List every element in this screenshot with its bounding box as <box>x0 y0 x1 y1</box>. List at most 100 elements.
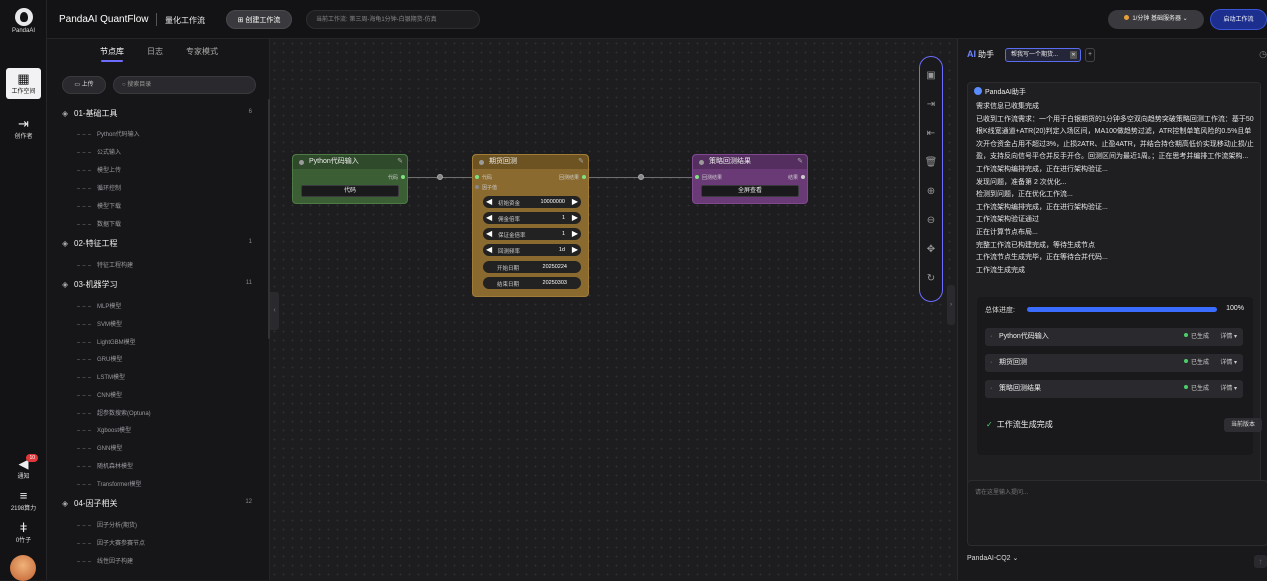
zoom-out-icon[interactable]: ⊖ <box>926 215 936 226</box>
node-python-input[interactable]: Python代码输入✎ 代码 代码 <box>292 154 408 204</box>
history-icon[interactable]: ◷ <box>1259 49 1267 59</box>
collapse-sidebar-button[interactable]: ‹ <box>270 292 279 330</box>
fullscreen-view-button[interactable]: 全屏查看 <box>701 185 799 197</box>
param-value[interactable]: 20250224 <box>542 264 567 270</box>
list-item[interactable]: Transformer模型 <box>77 479 237 491</box>
tab-log[interactable]: 日志 <box>147 47 163 56</box>
list-item[interactable]: 数据下载 <box>77 219 237 231</box>
list-item[interactable]: MLP模型 <box>77 301 237 313</box>
output-port[interactable] <box>582 175 586 179</box>
model-select[interactable]: PandaAI-CQ2 ⌄ <box>967 555 1019 562</box>
delete-icon[interactable]: 🗑 <box>924 157 938 168</box>
increment-icon[interactable]: ▶ <box>571 197 578 206</box>
import-icon[interactable]: ⇤ <box>926 128 936 139</box>
server-select[interactable]: 1/分钟 基础服务器 ⌄ <box>1108 10 1204 29</box>
rail-compute[interactable]: ≡ 2198算力 <box>6 489 41 513</box>
input-port[interactable] <box>695 175 699 179</box>
step-detail-toggle[interactable]: 详情 ▾ <box>1220 386 1237 392</box>
workflow-canvas[interactable] <box>270 39 957 580</box>
output-port[interactable] <box>401 175 405 179</box>
list-item[interactable]: GRU模型 <box>77 354 237 366</box>
param-value[interactable]: 1d <box>558 247 565 253</box>
param-value[interactable]: 1 <box>561 215 565 221</box>
create-workflow-button[interactable]: ⊞ 创建工作流 <box>226 10 292 29</box>
tab-expert-mode[interactable]: 专家模式 <box>186 47 218 56</box>
list-item[interactable]: 循环控制 <box>77 183 237 195</box>
param-value[interactable]: 20250303 <box>542 280 567 286</box>
send-icon[interactable]: ↑ <box>1254 555 1267 568</box>
close-icon[interactable]: ✕ <box>1070 51 1077 59</box>
code-button[interactable]: 代码 <box>301 185 399 197</box>
increment-icon[interactable]: ▶ <box>571 245 578 254</box>
input-port[interactable] <box>475 175 479 179</box>
new-chat-button[interactable]: + <box>1085 48 1095 62</box>
avatar[interactable] <box>10 555 36 581</box>
current-workflow[interactable]: 当前工作流: 第三周-海龟1分钟-白银期货-仿真 <box>306 10 480 29</box>
refresh-icon[interactable]: ↻ <box>926 273 936 284</box>
list-item[interactable]: CNN模型 <box>77 390 237 402</box>
list-item[interactable]: 因子大赛参赛节点 <box>77 538 237 550</box>
edit-icon[interactable]: ✎ <box>797 158 803 165</box>
step-detail-toggle[interactable]: 详情 ▾ <box>1220 360 1237 366</box>
wire-handle[interactable] <box>437 174 443 180</box>
list-item[interactable]: LightGBM模型 <box>77 337 237 349</box>
decrement-icon[interactable]: ◀ <box>486 245 493 254</box>
search-input[interactable]: ○ 搜索目录 <box>113 76 256 94</box>
zoom-in-icon[interactable]: ⊕ <box>926 186 936 197</box>
wire-handle[interactable] <box>638 174 644 180</box>
list-item[interactable]: 模型上传 <box>77 165 237 177</box>
rail-workspace[interactable]: ▦ 工作空间 <box>6 68 41 99</box>
increment-icon[interactable]: ▶ <box>571 213 578 222</box>
upload-button[interactable]: ▭ 上传 <box>62 76 106 94</box>
decrement-icon[interactable]: ◀ <box>486 213 493 222</box>
node-backtest-result[interactable]: 策略回测结果✎ 回测结果 结果 全屏查看 <box>692 154 808 204</box>
step-detail-toggle[interactable]: 详情 ▾ <box>1220 334 1237 340</box>
current-version-button[interactable]: 当前版本 <box>1224 418 1262 432</box>
output-port[interactable] <box>801 175 805 179</box>
node-header[interactable]: 策略回测结果✎ <box>693 155 807 169</box>
list-item[interactable]: 线性因子构建 <box>77 556 237 568</box>
list-item[interactable]: 公式输入 <box>77 147 237 159</box>
rail-bamboo[interactable]: ǂ 0竹子 <box>6 521 41 545</box>
decrement-icon[interactable]: ◀ <box>486 229 493 238</box>
edit-icon[interactable]: ✎ <box>397 158 403 165</box>
list-item[interactable]: SVM模型 <box>77 319 237 331</box>
decrement-icon[interactable]: ◀ <box>486 197 493 206</box>
param-value[interactable]: 1 <box>561 231 565 237</box>
list-item[interactable]: 特征工程构建 <box>77 260 237 272</box>
collapse-ai-panel-button[interactable]: › <box>947 285 955 325</box>
increment-icon[interactable]: ▶ <box>571 229 578 238</box>
rail-notify[interactable]: ◀ 10 通知 <box>6 454 41 480</box>
node-header[interactable]: 期货回测✎ <box>473 155 588 169</box>
move-icon[interactable]: ✥ <box>926 244 936 255</box>
chat-input[interactable]: 请在这里输入提问... <box>967 480 1267 546</box>
scrollbar[interactable] <box>268 99 270 339</box>
rail-creator[interactable]: ⇥ 创作者 <box>6 117 41 141</box>
list-item[interactable]: Xgboost模型 <box>77 425 237 437</box>
list-item[interactable]: 超参数搜索(Optuna) <box>77 408 237 420</box>
list-item[interactable]: GNN模型 <box>77 443 237 455</box>
list-item[interactable]: Python代码输入 <box>77 129 237 141</box>
tab-node-library[interactable]: 节点库 <box>100 47 124 56</box>
edit-icon[interactable]: ✎ <box>578 158 584 165</box>
run-workflow-button[interactable]: 启动工作流 <box>1210 9 1267 30</box>
chat-tab[interactable]: 帮我写一个期货...✕ <box>1005 48 1081 62</box>
input-port[interactable] <box>475 185 479 189</box>
export-icon[interactable]: ⇥ <box>926 99 936 110</box>
list-item[interactable]: 因子分析(期货) <box>77 520 237 532</box>
list-item[interactable]: 模型下载 <box>77 201 237 213</box>
list-item[interactable]: LSTM模型 <box>77 372 237 384</box>
